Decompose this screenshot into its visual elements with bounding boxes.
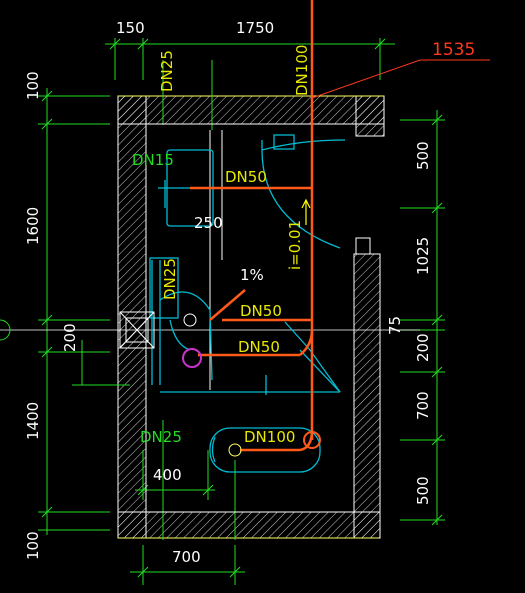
dim-right-1: 500 xyxy=(414,141,432,170)
drain-pipes xyxy=(190,0,314,452)
dim-right-4: 200 xyxy=(414,333,432,362)
trap-icon xyxy=(183,313,197,327)
dim-left-top: 100 xyxy=(24,71,42,100)
dim-right-5: 700 xyxy=(414,391,432,420)
drain-cleanout-icon xyxy=(182,348,202,368)
label-dn25-low: DN25 xyxy=(140,428,182,446)
label-dn50-1: DN50 xyxy=(225,168,267,186)
label-dn100-low: DN100 xyxy=(244,428,295,446)
label-percent: 1% xyxy=(240,266,264,284)
label-dn50-2: DN50 xyxy=(240,302,282,320)
outlet-icon xyxy=(228,443,242,457)
label-dn15: DN15 xyxy=(132,151,174,169)
callout-value: 1535 xyxy=(432,40,475,60)
dim-right-6: 500 xyxy=(414,476,432,505)
dim-left-lower: 1400 xyxy=(24,402,42,440)
label-dn50-3: DN50 xyxy=(238,338,280,356)
dim-top-left: 150 xyxy=(116,19,145,37)
floor-drain-icon xyxy=(303,431,321,449)
dim-right-3: 75 xyxy=(386,316,404,335)
dim-left-bottom: 100 xyxy=(24,531,42,560)
dim-right-2: 1025 xyxy=(414,237,432,275)
dim-top-mid: 1750 xyxy=(236,19,274,37)
dim-inner-250: 250 xyxy=(194,214,223,232)
callout-leader xyxy=(311,59,490,99)
label-dn100-top: DN100 xyxy=(293,45,311,96)
dim-left-mid: 200 xyxy=(61,323,79,352)
label-dn25-top: DN25 xyxy=(158,50,176,92)
label-dn25-mid: DN25 xyxy=(161,258,179,300)
dimension-lines xyxy=(0,38,445,585)
dim-bottom: 700 xyxy=(172,548,201,566)
fixtures xyxy=(119,237,371,349)
dim-left-upper: 1600 xyxy=(24,207,42,245)
dim-bottom-inner: 400 xyxy=(153,466,182,484)
label-slope: i=0.01 xyxy=(286,220,304,270)
slope-arrow-icon xyxy=(301,198,311,225)
